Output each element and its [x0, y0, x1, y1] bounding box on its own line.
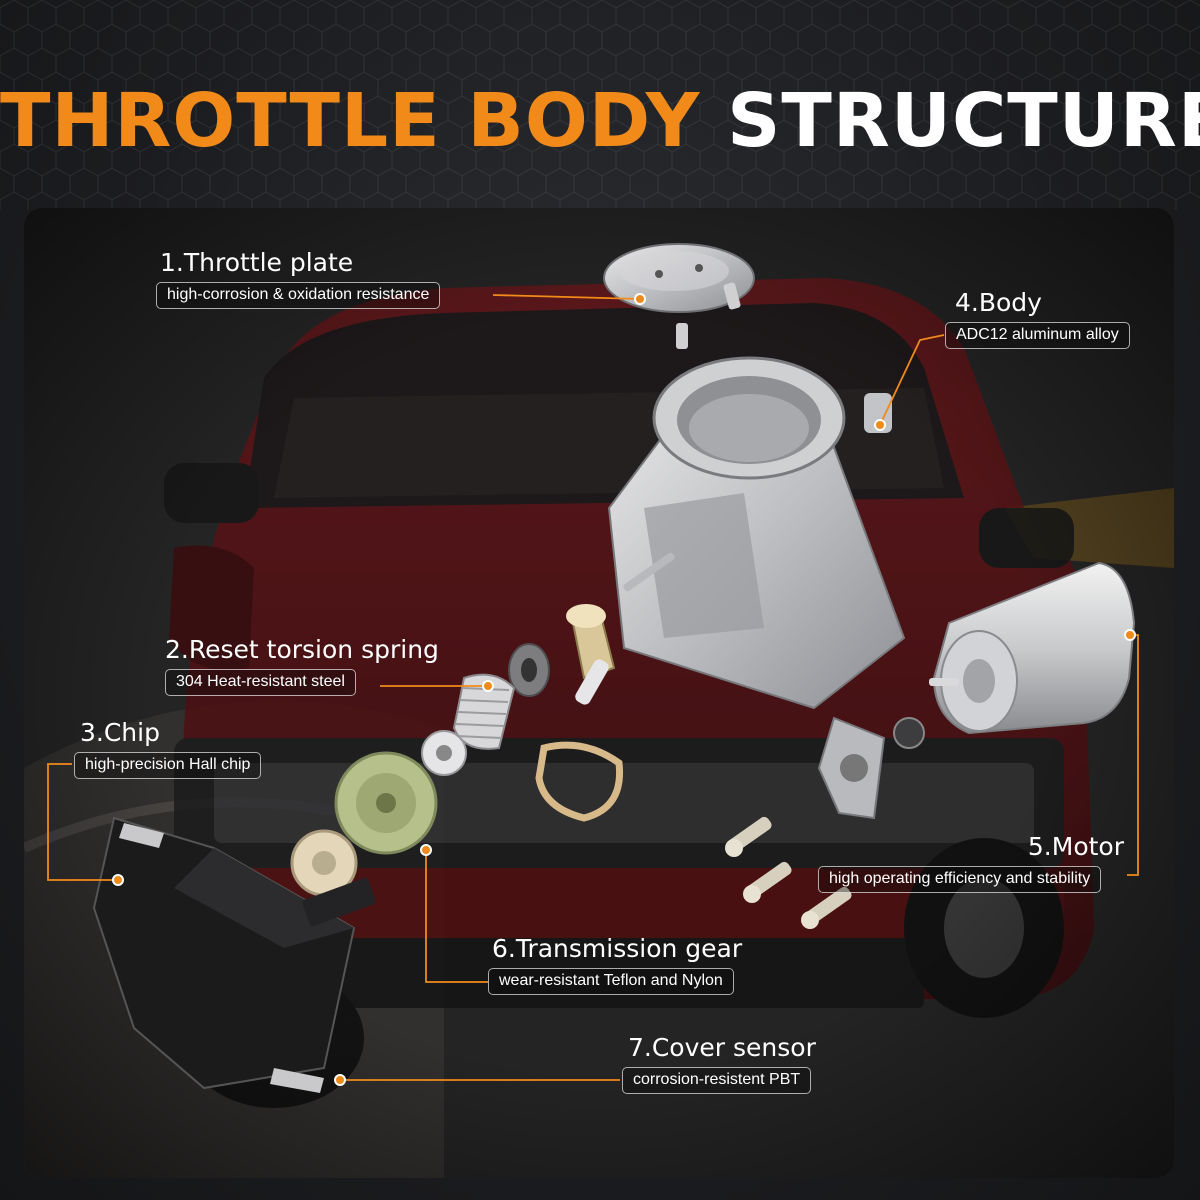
leader-line-throttle-plate [492, 294, 641, 300]
marker-dot-motor [1124, 629, 1136, 641]
label-desc-motor: high operating efficiency and stability [818, 866, 1102, 893]
motor-part [929, 561, 1136, 735]
label-desc-cover-sensor: corrosion-resistent PBT [622, 1067, 812, 1094]
leader-line-motor [1127, 634, 1139, 876]
small-gear-part [421, 730, 467, 776]
label-motor: 5.Motor high operating efficiency and st… [818, 832, 1124, 893]
label-title-transmission-gear: 6.Transmission gear [492, 934, 743, 963]
gasket-part [535, 741, 624, 822]
cover-sensor-part [92, 816, 376, 1093]
bushing-parts [508, 604, 616, 705]
scene-illustration [24, 208, 1174, 1178]
marker-dot-body [874, 419, 886, 431]
marker-dot-transmission-gear [420, 844, 432, 856]
title-main: STRUCTURE [727, 78, 1200, 164]
label-title-body: 4.Body [955, 288, 1042, 317]
label-title-cover-sensor: 7.Cover sensor [628, 1033, 816, 1062]
throttle-body-part [607, 356, 906, 710]
leader-line-transmission-gear [425, 850, 488, 983]
label-desc-body: ADC12 aluminum alloy [945, 322, 1130, 349]
marker-dot-throttle-plate [634, 293, 646, 305]
page-title: THROTTLE BODY STRUCTURE [0, 78, 1200, 164]
title-accent: THROTTLE BODY [0, 78, 701, 164]
label-torsion-spring: 2.Reset torsion spring 304 Heat-resistan… [165, 635, 439, 696]
label-title-chip: 3.Chip [80, 718, 160, 747]
diagram-panel [24, 208, 1174, 1178]
leader-line-body [879, 334, 945, 426]
leader-line-chip [47, 763, 118, 881]
hex-pattern [0, 0, 1200, 210]
label-throttle-plate: 1.Throttle plate high-corrosion & oxidat… [156, 248, 441, 309]
label-title-torsion-spring: 2.Reset torsion spring [165, 635, 439, 664]
label-desc-transmission-gear: wear-resistant Teflon and Nylon [488, 968, 734, 995]
label-body: 4.Body ADC12 aluminum alloy [945, 288, 1130, 349]
label-desc-throttle-plate: high-corrosion & oxidation resistance [156, 282, 441, 309]
label-title-motor: 5.Motor [1027, 832, 1124, 861]
label-transmission-gear: 6.Transmission gear wear-resistant Teflo… [488, 934, 743, 995]
motor-bracket-part [817, 716, 925, 820]
label-cover-sensor: 7.Cover sensor corrosion-resistent PBT [622, 1033, 816, 1094]
screw-parts [725, 816, 852, 929]
marker-dot-cover-sensor [334, 1074, 346, 1086]
label-desc-torsion-spring: 304 Heat-resistant steel [165, 669, 356, 696]
label-title-throttle-plate: 1.Throttle plate [160, 248, 354, 277]
label-desc-chip: high-precision Hall chip [74, 752, 262, 779]
marker-dot-chip [112, 874, 124, 886]
transmission-gear-part [290, 751, 438, 897]
marker-dot-torsion-spring [482, 680, 494, 692]
label-chip: 3.Chip high-precision Hall chip [74, 718, 262, 779]
